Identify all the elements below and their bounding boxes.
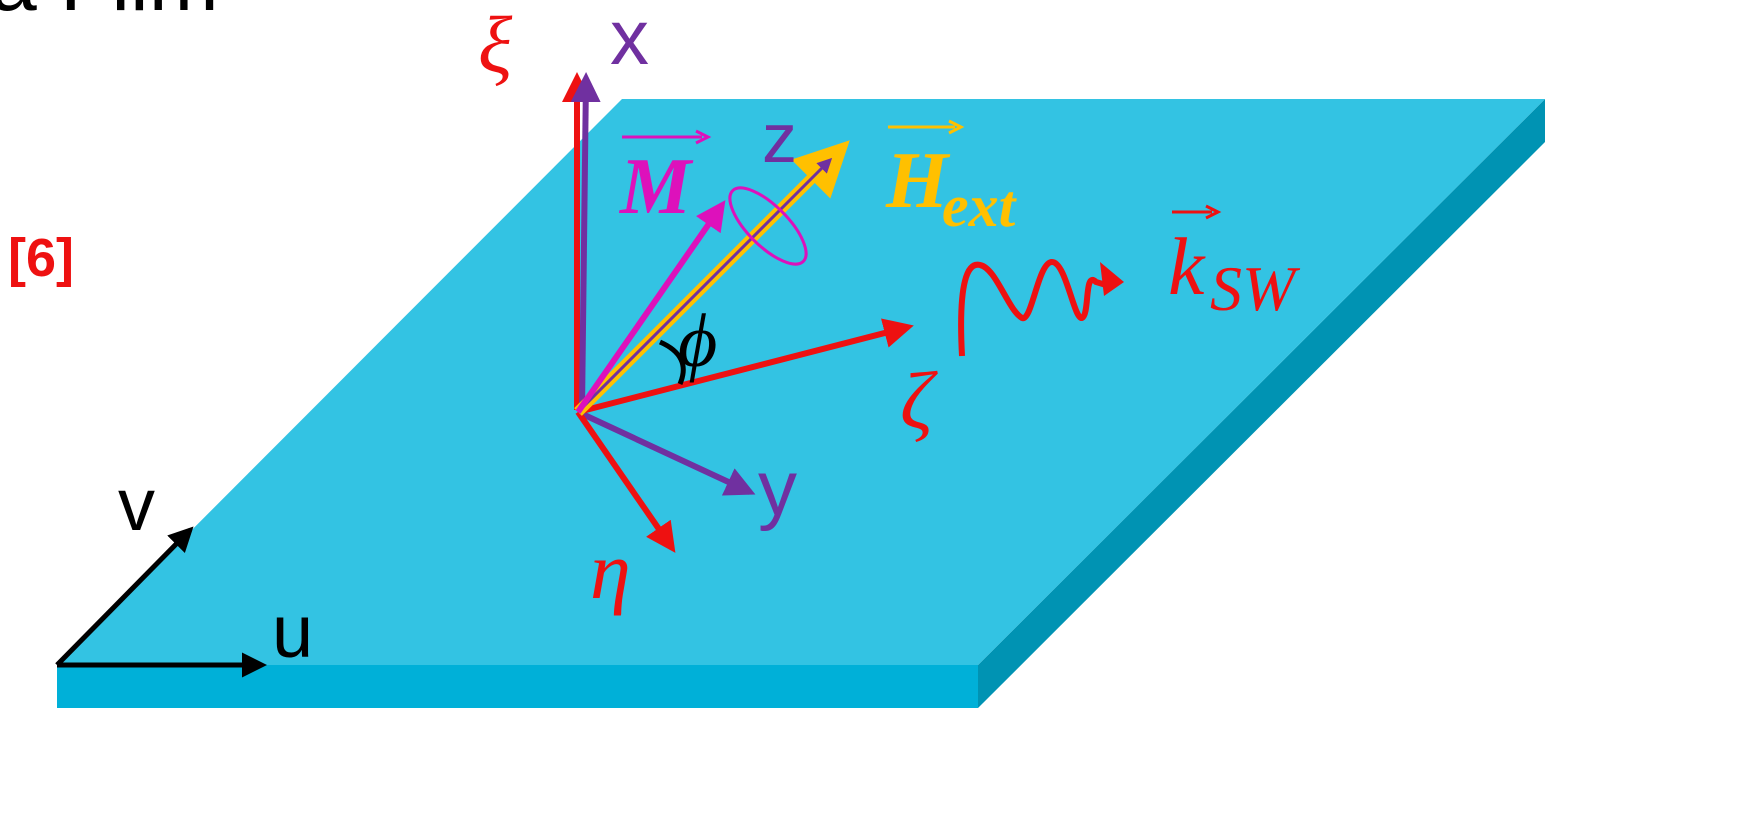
z-axis-label: z <box>762 99 797 177</box>
u-axis-label: u <box>272 590 313 673</box>
k-sw-label-main: k <box>1168 221 1206 312</box>
zeta-axis-label: ζ <box>900 355 938 446</box>
zeta-axis-arrow <box>577 318 914 415</box>
phi-angle-arc <box>658 339 686 385</box>
film-side-face <box>978 99 1545 708</box>
h-ext-label-sub: ext <box>942 173 1018 239</box>
film-front-face <box>57 665 978 708</box>
z-axis-arrow <box>576 157 833 414</box>
k-vector-bar-head <box>1205 204 1222 220</box>
y-axis-arrow <box>576 409 756 496</box>
x-axis-label: x <box>610 0 649 81</box>
phi-label: ϕ <box>678 299 717 383</box>
eta-axis-arrow <box>575 410 676 553</box>
x-axis-arrow <box>570 72 601 411</box>
precession-cone-ellipse <box>728 186 808 266</box>
m-vector-bar-head <box>695 129 712 145</box>
reference-label: [6] <box>8 228 74 288</box>
eta-axis-label: η <box>590 525 631 616</box>
spin-wave-wiggle <box>958 258 1107 357</box>
v-axis-arrow <box>55 526 194 667</box>
magnetization-arrow <box>575 200 726 414</box>
v-axis-label: v <box>118 463 155 546</box>
y-axis-label: y <box>758 444 797 532</box>
k-sw-label: kSW <box>1168 221 1301 324</box>
film-top-face <box>57 99 1545 665</box>
h-ext-label: Hext <box>885 137 1018 239</box>
h-vector-bar-head <box>948 119 965 135</box>
h-ext-label-main: H <box>885 137 951 225</box>
title-fragment: a Film <box>0 0 219 28</box>
spin-wave-arrowhead <box>1100 262 1124 296</box>
k-sw-label-sub: SW <box>1210 253 1301 324</box>
m-label: M <box>618 143 694 231</box>
xi-axis-label: ξ <box>478 2 513 90</box>
